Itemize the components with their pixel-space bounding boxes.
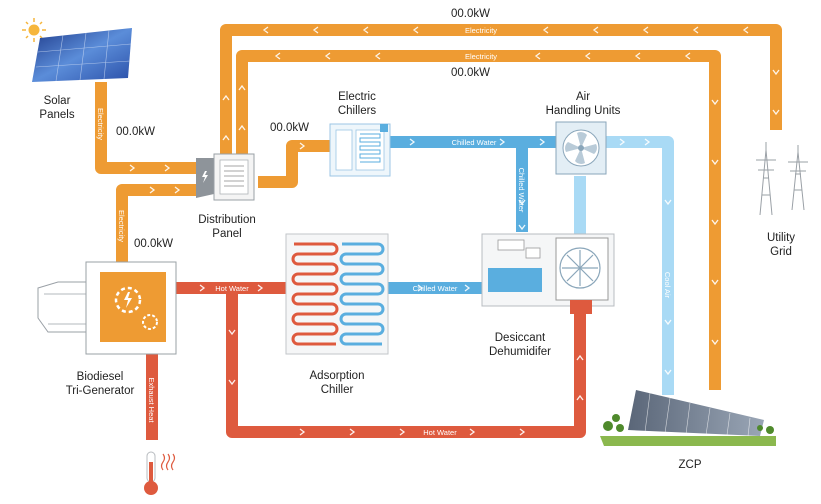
- solar-panels-label: Solar Panels: [32, 94, 82, 122]
- adsorption-chiller-icon: [285, 233, 389, 355]
- grid-top-readout: 00.0kW: [451, 8, 490, 20]
- electricity-pipe-generator: [116, 184, 198, 262]
- zcp-label: ZCP: [678, 459, 702, 471]
- pipe-label-chilled-water-vertical: Chilled Water: [517, 168, 526, 213]
- solar-panels-label-line1: Solar: [43, 95, 71, 107]
- sun-icon: [22, 18, 46, 42]
- cool-air-pipes: [574, 136, 674, 395]
- pipe-label-chilled-water-adsorption: Chilled Water: [413, 284, 458, 293]
- desiccant-dehumidifier-label: Desiccant Dehumidifer: [476, 331, 564, 359]
- generator-readout: 00.0kW: [134, 238, 173, 250]
- chilled-water-pipes: [388, 136, 560, 294]
- electric-chillers-label-line2: Chillers: [337, 105, 377, 117]
- pipe-label-exhaust-heat: Exhaust Heat: [147, 377, 156, 423]
- utility-grid-label-line2: Grid: [770, 246, 792, 258]
- pipe-label-cool-air: Cool Air: [663, 272, 672, 299]
- pipe-label-electricity-solar: Electricity: [96, 108, 105, 140]
- chillers-readout: 00.0kW: [270, 122, 309, 134]
- tri-generator-label-line2: Tri-Generator: [65, 385, 135, 397]
- utility-grid-label: Utility Grid: [756, 231, 806, 259]
- thermometer-icon: [144, 451, 176, 495]
- grid-mid-readout: 00.0kW: [451, 67, 490, 79]
- pipe-label-hot-water-bottom: Hot Water: [423, 428, 457, 437]
- pipe-label-electricity-mid: Electricity: [465, 52, 497, 61]
- transmission-tower-icon: [756, 142, 808, 216]
- desiccant-dehumidifier-label-line2: Dehumidifer: [489, 346, 551, 358]
- pipe-label-hot-water-top: Hot Water: [215, 284, 249, 293]
- utility-grid-label-line1: Utility: [766, 232, 796, 244]
- hot-water-pipe-loop: [226, 288, 586, 438]
- electricity-pipe-grid-outer: [220, 24, 782, 155]
- adsorption-chiller-label-line2: Chiller: [320, 384, 354, 396]
- pipe-label-chilled-water-top: Chilled Water: [452, 138, 497, 147]
- electricity-pipe-chillers: [258, 140, 332, 188]
- electric-chiller-icon: [329, 123, 391, 177]
- distribution-panel-label: Distribution Panel: [186, 213, 268, 241]
- air-handling-unit-icon: [555, 121, 607, 175]
- solar-readout: 00.0kW: [116, 126, 155, 138]
- cool-flow-chevrons: [409, 138, 672, 376]
- distribution-panel-icon: [196, 153, 255, 201]
- solar-panels-label-line2: Panels: [39, 109, 75, 121]
- electricity-pipe-solar: [95, 82, 198, 174]
- adsorption-chiller-label-line1: Adsorption: [309, 370, 365, 382]
- tri-generator-icon: [37, 261, 177, 355]
- zcp-building-icon: [600, 390, 776, 446]
- air-handling-units-label: Air Handling Units: [535, 90, 631, 118]
- desiccant-dehumidifier-label-line1: Desiccant: [494, 332, 546, 344]
- pipe-label-electricity-generator: Electricity: [117, 210, 126, 242]
- electric-chillers-label-line1: Electric: [338, 91, 376, 103]
- hot-water-pipes: [146, 282, 586, 440]
- tri-generator-label: Biodiesel Tri-Generator: [60, 370, 140, 398]
- air-handling-units-label-line2: Handling Units: [545, 105, 621, 117]
- solar-panel-icon: [32, 28, 132, 82]
- electric-chillers-label: Electric Chillers: [327, 90, 387, 118]
- distribution-panel-label-line2: Panel: [212, 228, 242, 240]
- electricity-pipes: [95, 24, 782, 390]
- cool-air-pipe-ahu: [606, 136, 674, 395]
- tri-generator-label-line1: Biodiesel: [76, 371, 124, 383]
- desiccant-dehumidifier-icon: [481, 233, 615, 314]
- flow-chevrons: [129, 26, 780, 436]
- distribution-panel-label-line1: Distribution: [198, 214, 256, 226]
- pipe-label-electricity-top: Electricity: [465, 26, 497, 35]
- air-handling-units-label-line1: Air: [575, 91, 591, 103]
- adsorption-chiller-label: Adsorption Chiller: [302, 369, 372, 397]
